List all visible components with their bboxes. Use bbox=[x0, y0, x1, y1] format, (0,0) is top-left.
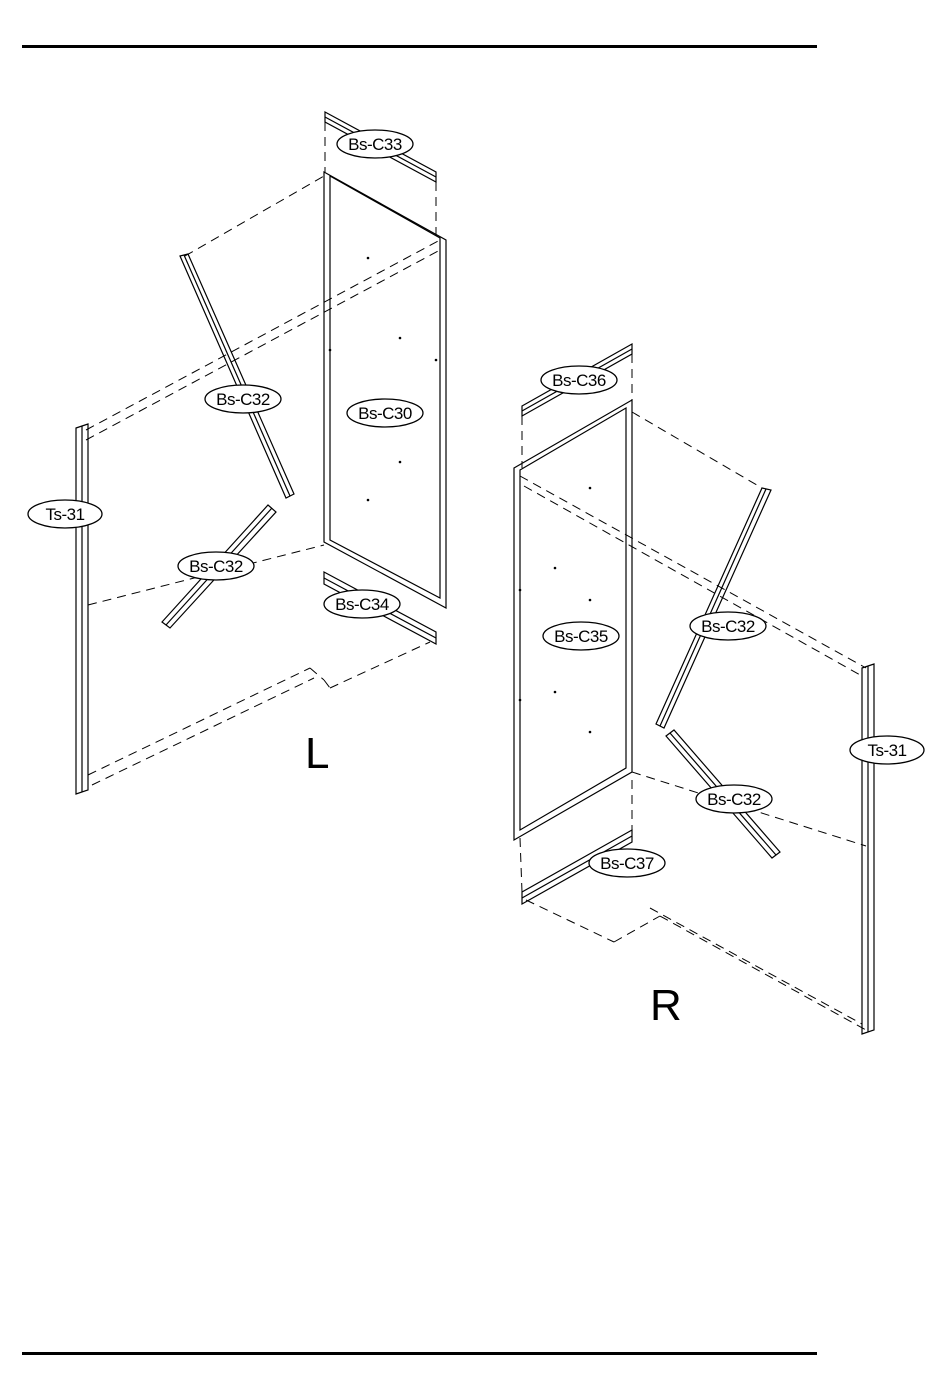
callout-left-brace-lower: Bs-C32 bbox=[178, 552, 254, 580]
right-side-label: R bbox=[650, 981, 682, 1030]
callout-text: Bs-C32 bbox=[216, 390, 270, 409]
callout-right-brace-lower: Bs-C32 bbox=[696, 785, 772, 813]
callout-text: Ts-31 bbox=[867, 741, 906, 760]
right-alignment-lines bbox=[520, 354, 866, 1030]
callout-right-top-rail: Bs-C36 bbox=[541, 366, 617, 394]
callout-text: Bs-C37 bbox=[600, 854, 654, 873]
callout-text: Bs-C36 bbox=[552, 371, 606, 390]
left-post bbox=[76, 424, 88, 794]
callout-left-top-rail: Bs-C33 bbox=[337, 130, 413, 158]
right-post bbox=[862, 664, 874, 1034]
callout-text: Bs-C35 bbox=[554, 627, 608, 646]
callout-right-brace-upper: Bs-C32 bbox=[690, 612, 766, 640]
left-assembly: L Bs-C33 Bs-C30 Bs-C32 Bs-C32 Ts-31 Bs-C… bbox=[28, 112, 446, 794]
right-panel bbox=[514, 400, 632, 840]
callout-text: Ts-31 bbox=[45, 505, 84, 524]
callout-left-brace-upper: Bs-C32 bbox=[205, 385, 281, 413]
left-alignment-lines bbox=[86, 122, 440, 785]
left-brace-upper bbox=[180, 254, 294, 498]
callout-text: Bs-C30 bbox=[358, 404, 412, 423]
callout-text: Bs-C32 bbox=[707, 790, 761, 809]
callout-right-bottom-rail: Bs-C37 bbox=[589, 849, 665, 877]
callout-text: Bs-C33 bbox=[348, 135, 402, 154]
callout-text: Bs-C32 bbox=[701, 617, 755, 636]
right-brace-upper bbox=[656, 488, 771, 728]
left-panel bbox=[324, 172, 446, 608]
callout-left-panel: Bs-C30 bbox=[347, 399, 423, 427]
right-assembly: R Bs-C36 Bs-C35 Bs-C32 Bs-C32 Ts-31 Bs-C… bbox=[514, 344, 924, 1034]
callout-left-post: Ts-31 bbox=[28, 500, 102, 528]
callout-right-post: Ts-31 bbox=[850, 736, 924, 764]
callout-text: Bs-C34 bbox=[335, 595, 389, 614]
callout-right-panel: Bs-C35 bbox=[543, 622, 619, 650]
callout-text: Bs-C32 bbox=[189, 557, 243, 576]
callout-left-bottom-rail: Bs-C34 bbox=[324, 590, 400, 618]
left-side-label: L bbox=[305, 729, 329, 778]
